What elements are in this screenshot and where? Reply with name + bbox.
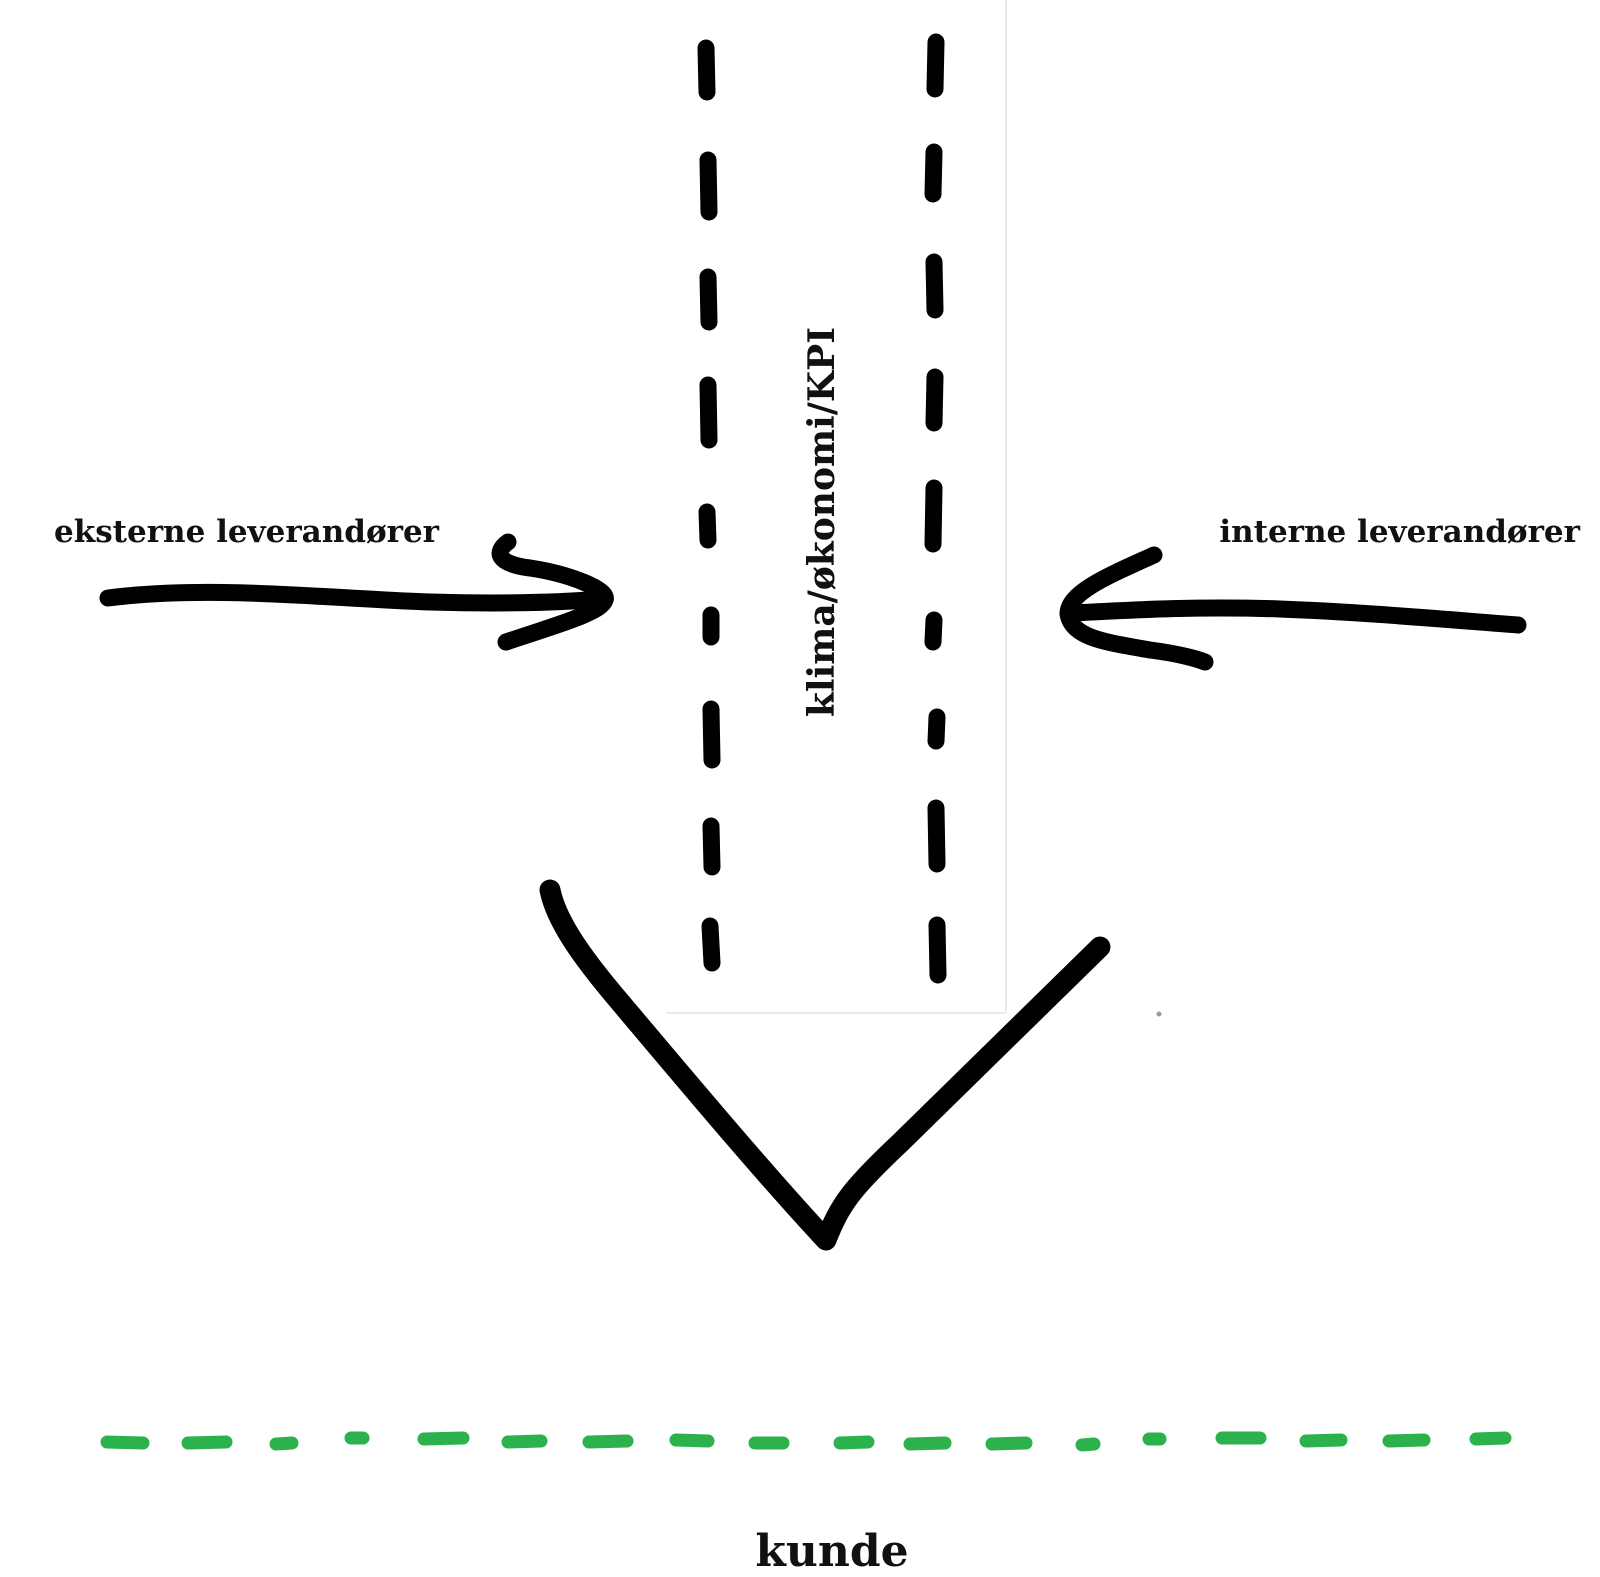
right-arrow-shaft	[1064, 599, 1527, 634]
left-arrow-shaft	[99, 583, 597, 612]
channel-left-dashed-line	[697, 39, 721, 972]
channel-right-dashed-line	[924, 33, 947, 984]
down-arrowhead	[539, 879, 1111, 1251]
left-arrow-head	[491, 533, 614, 651]
right-arrow	[1059, 546, 1527, 671]
center-vertical-label: klima/økonomi/KPI	[801, 327, 843, 717]
center-panel-outline	[666, 0, 1007, 1014]
bottom-label: kunde	[755, 1526, 908, 1577]
right-arrow-head	[1059, 546, 1214, 671]
right-label: interne leverandører	[1219, 514, 1580, 550]
green-dashed-line	[100, 1431, 1512, 1452]
stray-dot	[1156, 1011, 1162, 1017]
left-arrow	[99, 533, 614, 651]
left-label: eksterne leverandører	[54, 514, 440, 550]
